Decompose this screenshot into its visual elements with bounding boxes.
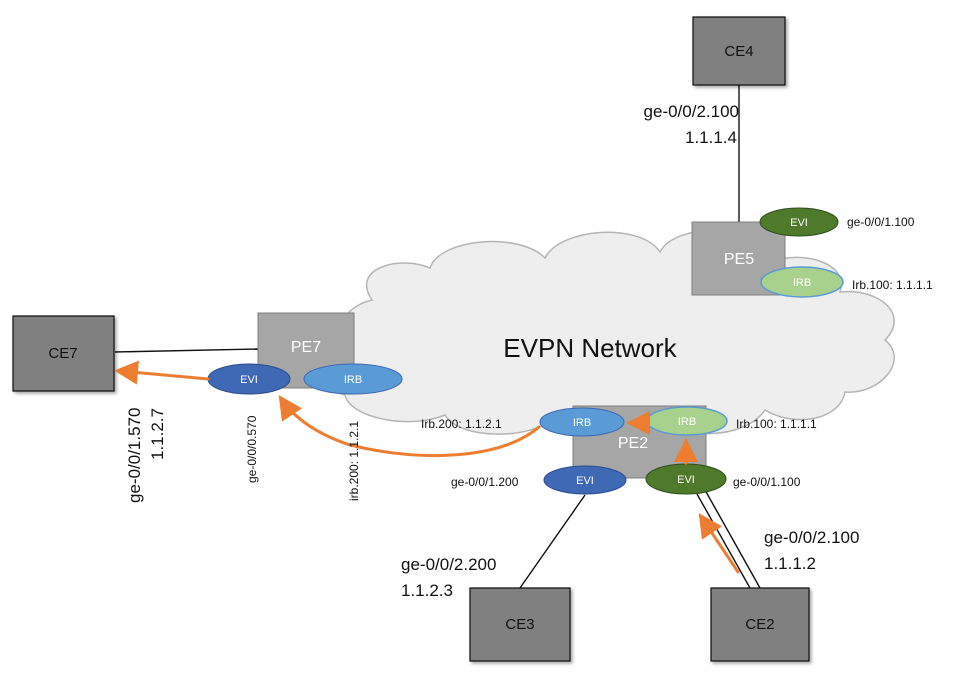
ce2-interface-label: ge-0/0/2.100 [764, 528, 859, 547]
pe7-evi-interface-label: ge-0/0/0.570 [245, 415, 259, 483]
ce2-ip-label: 1.1.1.2 [764, 554, 816, 573]
ce4-label: CE4 [724, 43, 753, 60]
link-ce7-pe7 [114, 348, 259, 353]
ce3-device[interactable]: CE3 [469, 587, 571, 662]
pe7-evi-oval[interactable]: EVI [207, 363, 291, 395]
ce4-interface-label: ge-0/0/2.100 [644, 102, 739, 121]
pe2-irb-left-oval[interactable]: IRB [539, 407, 625, 437]
pe2-label: PE2 [618, 435, 648, 452]
pe2-irb-left-label: IRB [573, 417, 591, 429]
pe5-evi-interface-label: ge-0/0/1.100 [847, 215, 915, 229]
pe2-if200-label: ge-0/0/1.200 [451, 475, 519, 489]
ce3-ip-label: 1.1.2.3 [401, 581, 453, 600]
ce7-device[interactable]: CE7 [12, 315, 115, 392]
pe2-evi-right-oval[interactable]: EVI [645, 463, 727, 495]
pe5-irb-interface-label: Irb.100: 1.1.1.1 [852, 278, 933, 292]
pe2-irb100-label: Irb.100: 1.1.1.1 [736, 417, 817, 431]
pe2-evi-right-label: EVI [677, 474, 695, 486]
flow-arrow-evi-to-ce7 [114, 360, 210, 385]
network-label: EVPN Network [503, 333, 677, 363]
ce3-interface-label: ge-0/0/2.200 [401, 555, 496, 574]
pe2-irb-right-oval[interactable]: IRB [646, 406, 728, 436]
link-ce2-pe2-a [704, 489, 761, 589]
pe7-evi-label: EVI [240, 374, 258, 386]
flow-arrow-ce2-to-pe2 [698, 513, 740, 574]
link-ce3-pe2 [519, 494, 586, 589]
pe2-irb-right-label: IRB [678, 416, 696, 428]
pe5-evi-label: EVI [790, 217, 808, 229]
ce7-label: CE7 [48, 345, 77, 362]
pe7-irb-interface-label: irb.200: 1.1.2.1 [347, 421, 361, 501]
ce7-interface-label: ge-0/0/1.570 [125, 408, 144, 503]
ce4-ip-label: 1.1.1.4 [685, 128, 737, 147]
pe7-irb-oval[interactable]: IRB [303, 363, 403, 395]
pe2-evi-left-label: EVI [576, 475, 594, 487]
pe2-evi-left-oval[interactable]: EVI [543, 465, 627, 495]
ce2-device[interactable]: CE2 [710, 587, 810, 662]
ce3-label: CE3 [505, 616, 534, 633]
pe2-if100-label: ge-0/0/1.100 [733, 475, 801, 489]
pe5-irb-oval[interactable]: IRB [760, 266, 844, 298]
pe7-irb-label: IRB [344, 374, 362, 386]
pe5-evi-oval[interactable]: EVI [759, 207, 839, 237]
ce2-label: CE2 [745, 616, 774, 633]
ce7-ip-label: 1.1.2.7 [148, 408, 167, 460]
pe7-label: PE7 [291, 339, 321, 356]
pe5-irb-label: IRB [793, 277, 811, 289]
ce4-device[interactable]: CE4 [692, 16, 786, 86]
pe5-label: PE5 [724, 251, 754, 268]
flow-arrow-pe2-to-pe7 [278, 395, 541, 458]
link-ce2-pe2-b [696, 493, 751, 589]
pe2-irb200-label: Irb.200: 1.1.2.1 [421, 417, 502, 431]
